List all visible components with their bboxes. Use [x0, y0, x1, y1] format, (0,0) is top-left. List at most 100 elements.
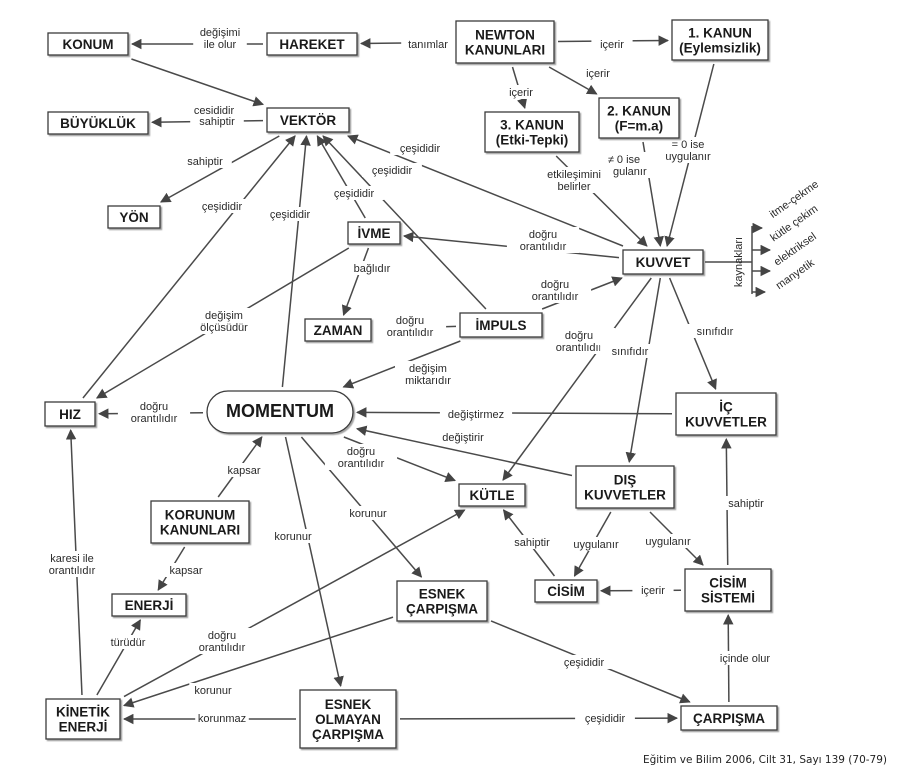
- node-label: ESNEK: [419, 587, 466, 602]
- edge-label-text: çeşididir: [270, 209, 311, 221]
- edge-label-hiz-vektor: çeşididir: [192, 199, 252, 213]
- node-box: [107, 205, 161, 229]
- node-kutle[interactable]: KÜTLE: [458, 483, 526, 507]
- edge-label-momentum-esnekolmayan: korunur: [269, 529, 317, 543]
- node-label: KANUNLARI: [465, 43, 545, 58]
- edge-label-text: doğru: [529, 229, 557, 241]
- node-buyukluk[interactable]: BÜYÜKLÜK: [47, 111, 149, 135]
- edge-label-cisimsis-cisim: içerir: [632, 583, 674, 597]
- node-kanun2[interactable]: 2. KANUN(F=m.a): [598, 97, 680, 139]
- node-label: KUVVET: [636, 255, 692, 270]
- node-box: [671, 19, 769, 61]
- edge-label-text: korunmaz: [198, 713, 246, 725]
- edge-momentum-to-vektor: [281, 134, 311, 388]
- node-label: İÇ: [719, 400, 733, 415]
- node-ivme[interactable]: İVME: [347, 221, 401, 245]
- edge-label-korunum-enerji: kapsar: [165, 563, 207, 577]
- edge-kinetik-to-kutle: [123, 509, 466, 698]
- node-konum[interactable]: KONUM: [47, 32, 129, 56]
- node-label: KORUNUM: [165, 508, 236, 523]
- node-label: ENERJİ: [125, 598, 174, 613]
- edge-label-text: sınıfıdır: [697, 326, 734, 338]
- node-box: [45, 698, 121, 740]
- edge-label-text: orantılıdır: [556, 342, 603, 354]
- edge-label-esnek-carpisma: çeşididir: [554, 655, 614, 669]
- edge-label-ic-momentum: değiştirmez: [439, 407, 513, 421]
- edge-label-vektor-buyukluk: sahiptir: [190, 114, 244, 128]
- edge-label-text: sahiptir: [199, 116, 235, 128]
- node-kuvvet[interactable]: KUVVET: [622, 249, 704, 275]
- edge-label-text: = 0 ise: [672, 139, 705, 151]
- edge-label-cisim-kutle: sahiptir: [505, 535, 559, 549]
- edge-label-text: çeşididir: [564, 657, 605, 669]
- edge-label-impuls-vektor: çeşididir: [362, 163, 422, 177]
- node-hiz[interactable]: HIZ: [44, 401, 96, 427]
- node-box: [44, 401, 96, 427]
- node-hareket[interactable]: HAREKET: [266, 32, 358, 56]
- source-citation: Eğitim ve Bilim 2006, Cilt 31, Sayı 139 …: [642, 754, 887, 766]
- edge-esnek-to-kinetik: [123, 616, 394, 708]
- node-box: [575, 465, 675, 509]
- node-box: [266, 32, 358, 56]
- node-enerji[interactable]: ENERJİ: [111, 593, 187, 617]
- node-label: ÇARPIŞMA: [693, 711, 765, 726]
- node-box: [266, 107, 350, 133]
- edge-label-text: ölçüsüdür: [200, 322, 248, 334]
- node-kanun3[interactable]: 3. KANUN(Etki-Tepki): [484, 111, 580, 153]
- edge-label-kuvvet-ic: sınıfıdır: [685, 324, 745, 338]
- node-label: ÇARPIŞMA: [312, 727, 384, 742]
- node-vektor[interactable]: VEKTÖR: [266, 107, 350, 133]
- node-cisim[interactable]: CİSİM: [534, 579, 598, 603]
- edge-hiz-to-vektor: [82, 135, 296, 399]
- edge-label-text: sınıfıdır: [612, 346, 649, 358]
- edge-dis-to-momentum: [355, 425, 573, 477]
- node-label: KUVVETLER: [584, 488, 666, 503]
- node-kanun1[interactable]: 1. KANUN(Eylemsizlik): [671, 19, 769, 61]
- node-box: [534, 579, 598, 603]
- node-box: [347, 221, 401, 245]
- edge-label-ivme-zaman: bağlıdır: [345, 261, 399, 275]
- edge-label-text: uygulanır: [645, 536, 691, 548]
- node-label: NEWTON: [475, 28, 535, 43]
- edge-label-vektor-yon: sahiptir: [178, 154, 232, 168]
- node-box: [622, 249, 704, 275]
- edge-label-dis-momentum: değiştirir: [430, 430, 496, 444]
- node-label: KİNETİK: [56, 705, 110, 720]
- edge-kinetik-to-enerji: [96, 619, 141, 696]
- node-carpisma[interactable]: ÇARPIŞMA: [680, 705, 778, 731]
- node-zaman[interactable]: ZAMAN: [304, 318, 372, 342]
- node-label: ENERJİ: [59, 720, 108, 735]
- node-label: HAREKET: [279, 37, 345, 52]
- node-yon[interactable]: YÖN: [107, 205, 161, 229]
- edge-label-text: ile olur: [204, 39, 237, 51]
- edge-label-text: miktarıdır: [405, 375, 451, 387]
- node-momentum[interactable]: MOMENTUM: [206, 390, 354, 434]
- node-label: 1. KANUN: [688, 26, 752, 41]
- edge-label-ivme-vektor: çeşididir: [324, 186, 384, 200]
- edge-label-text: doğru: [565, 330, 593, 342]
- node-impuls[interactable]: İMPULS: [459, 312, 543, 338]
- node-box: [459, 312, 543, 338]
- edge-vektor-to-yon: [159, 135, 280, 203]
- node-box: [675, 392, 777, 436]
- edge-label-text: korunur: [274, 531, 312, 543]
- edge-label-kuvvet-vektor: çeşididir: [390, 141, 450, 155]
- edge-label-newton-kanun1: içerir: [591, 37, 633, 51]
- node-label: YÖN: [119, 210, 148, 225]
- edge-konum-to-vektor: [131, 58, 264, 107]
